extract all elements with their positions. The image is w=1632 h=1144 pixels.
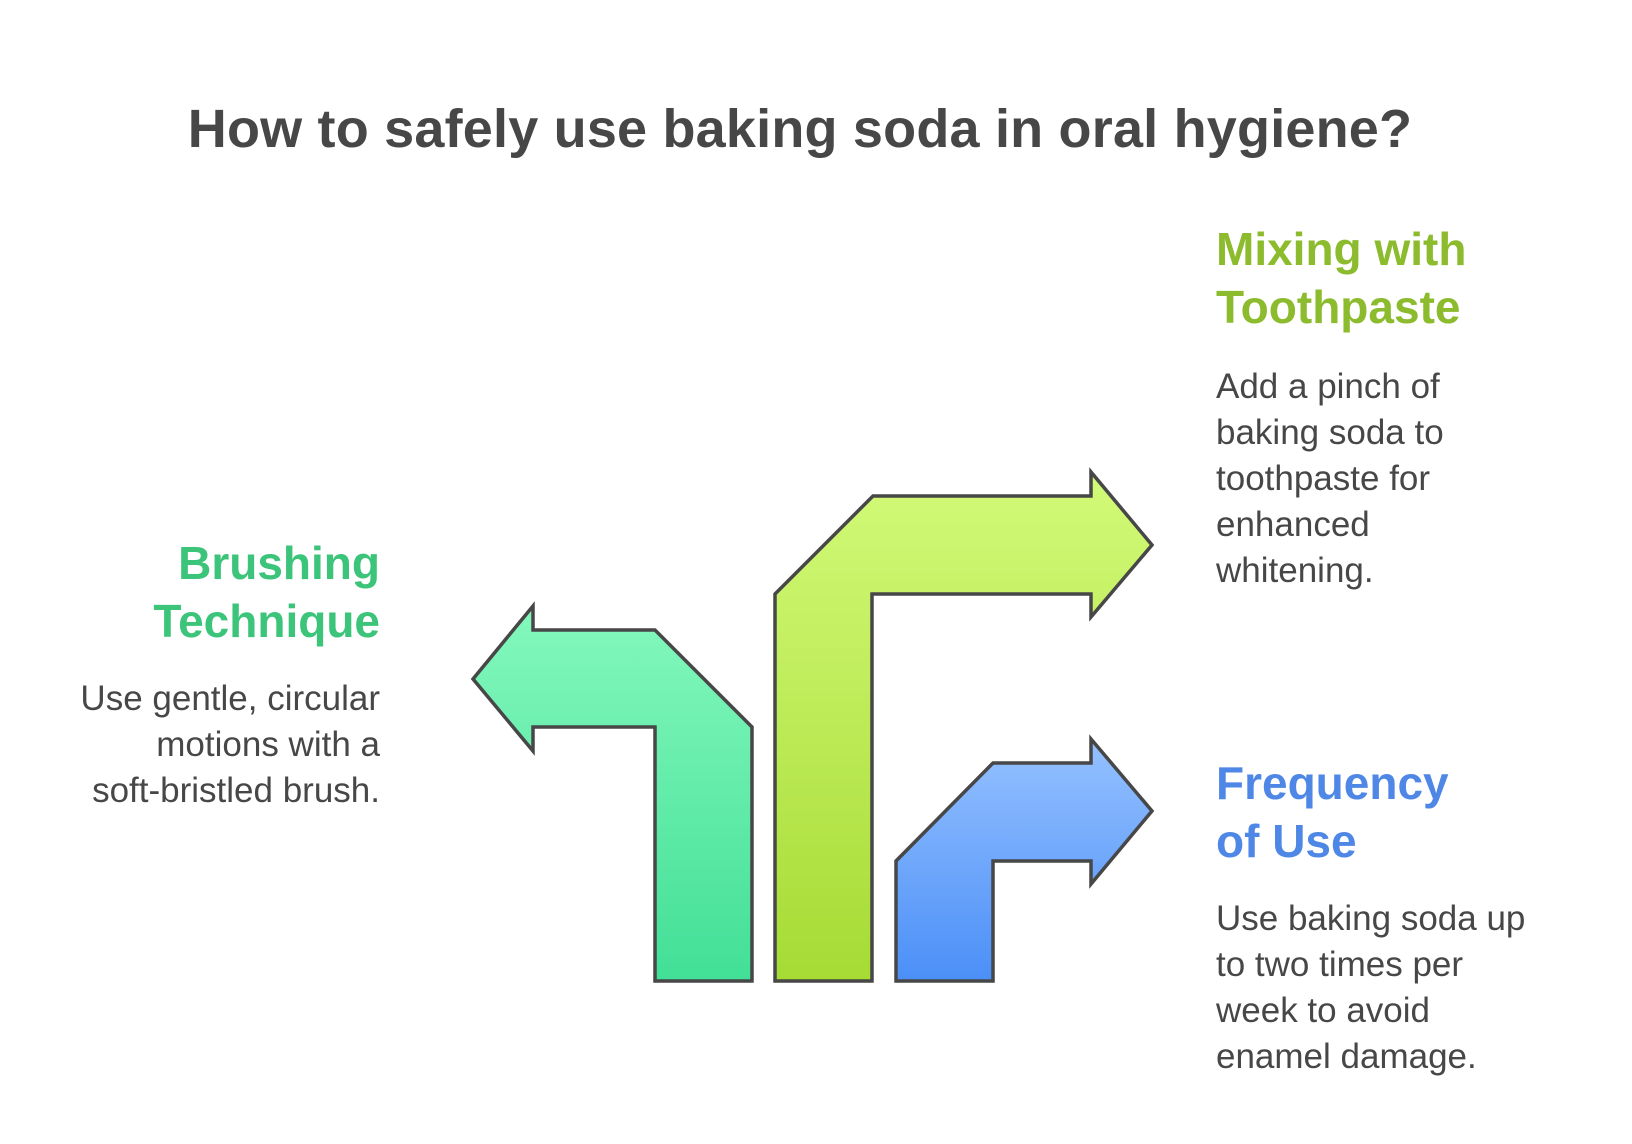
description-line: whitening. xyxy=(1216,551,1374,590)
frequency-arrow xyxy=(894,734,1155,983)
description-line: soft-bristled brush. xyxy=(92,771,380,810)
brushing-technique-description: Use gentle, circular motions with a soft… xyxy=(80,676,380,814)
heading-line: Technique xyxy=(153,595,380,647)
description-line: enhanced xyxy=(1216,505,1370,544)
heading-line: Mixing with xyxy=(1216,223,1467,275)
brushing-technique-heading: Brushing Technique xyxy=(153,534,380,650)
brushing-arrow xyxy=(470,601,754,983)
description-line: Use baking soda up xyxy=(1216,899,1526,938)
mixing-with-toothpaste-heading: Mixing with Toothpaste xyxy=(1216,220,1466,336)
heading-line: of Use xyxy=(1216,815,1357,867)
heading-line: Brushing xyxy=(178,537,380,589)
mixing-with-toothpaste-description: Add a pinch of baking soda to toothpaste… xyxy=(1216,364,1444,594)
heading-line: Frequency xyxy=(1216,757,1449,809)
frequency-of-use-heading: Frequency of Use xyxy=(1216,754,1449,870)
description-line: enamel damage. xyxy=(1216,1037,1477,1076)
description-line: to two times per xyxy=(1216,945,1464,984)
frequency-of-use-description: Use baking soda up to two times per week… xyxy=(1216,896,1525,1080)
page-title: How to safely use baking soda in oral hy… xyxy=(187,99,1413,159)
mixing-arrow xyxy=(773,467,1155,983)
description-line: baking soda to xyxy=(1216,413,1444,452)
heading-line: Toothpaste xyxy=(1216,281,1461,333)
description-line: toothpaste for xyxy=(1216,459,1431,498)
description-line: Use gentle, circular xyxy=(80,679,380,718)
description-line: Add a pinch of xyxy=(1216,367,1440,406)
description-line: week to avoid xyxy=(1216,991,1431,1030)
description-line: motions with a xyxy=(156,725,380,764)
